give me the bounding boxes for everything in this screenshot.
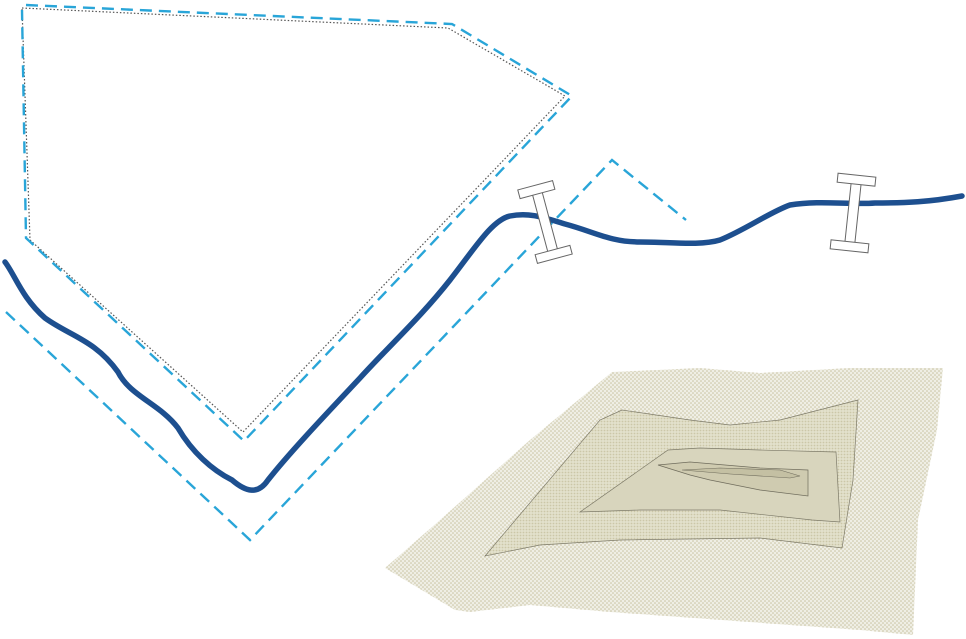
bridge-icon xyxy=(829,172,877,254)
bridge-icon xyxy=(517,180,573,264)
protected-area-dashed-edge xyxy=(20,3,574,443)
terrain-inner-contour xyxy=(578,447,841,523)
terrain-area xyxy=(385,368,943,635)
protected-area-dotted-edge xyxy=(21,7,566,433)
terrain-peak-contour xyxy=(681,467,801,479)
protected-area-boundary xyxy=(20,3,574,443)
river[interactable] xyxy=(2,193,965,493)
river-buffer-boundary xyxy=(5,158,687,542)
